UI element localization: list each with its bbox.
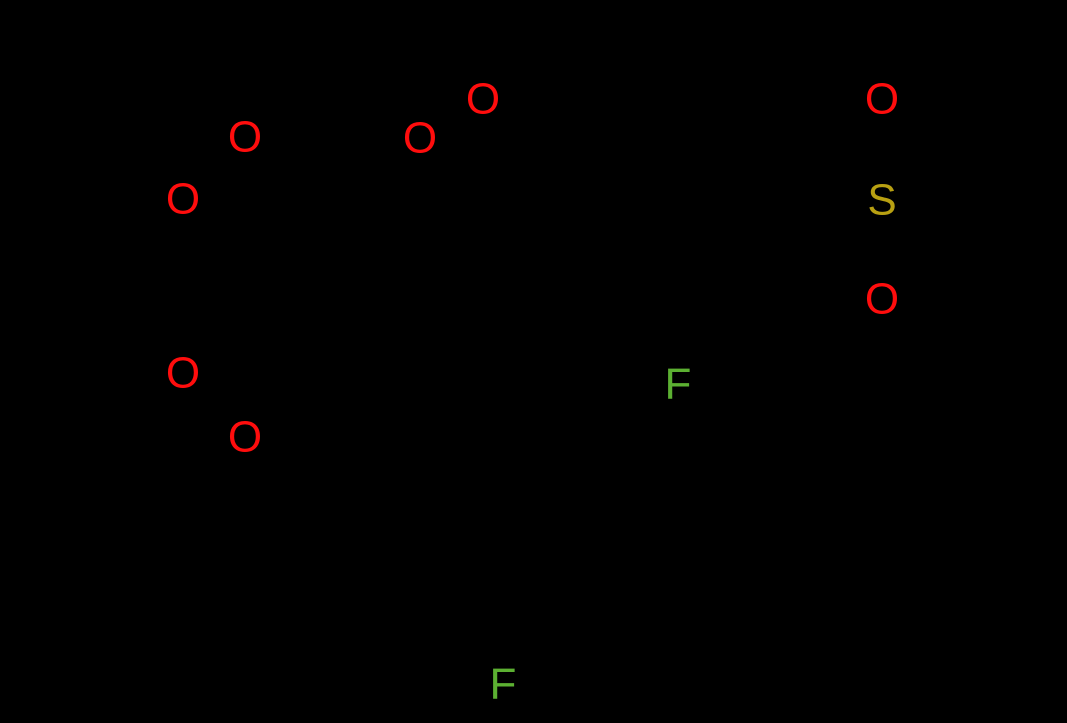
bond-b04-b: [252, 157, 267, 239]
bond-b04-a: [239, 158, 254, 240]
bond-b03: [196, 183, 255, 247]
bond-b27: [658, 43, 777, 112]
bond-b22-b: [356, 424, 426, 544]
bond-b24: [501, 638, 522, 662]
bond-b10: [118, 371, 185, 412]
bond-b15: [328, 223, 337, 372]
atom-label-o-ester3-carbonyl: O: [228, 413, 262, 462]
bond-b18-b: [564, 424, 634, 544]
atom-label-o-ester2-carbonyl: O: [466, 75, 500, 124]
bond-layer: [110, 36, 987, 664]
bond-b07: [430, 110, 470, 127]
bond-b30-a: [769, 231, 889, 301]
atom-label-o-ester1-alkoxy: O: [166, 175, 200, 224]
atom-label-f-aryl-para: F: [490, 660, 517, 709]
bond-b19: [558, 543, 627, 657]
bond-b05: [256, 223, 332, 247]
bond-b16: [333, 368, 432, 432]
bond-b22-a: [369, 431, 439, 551]
bond-b31: [658, 238, 777, 307]
bond-b18-a: [551, 431, 621, 551]
bond-b25: [558, 298, 642, 432]
bond-b09: [288, 38, 362, 70]
bond-b28-b: [776, 36, 896, 106]
atom-label-o-ester2-alkoxy: O: [403, 114, 437, 163]
bond-b28-a: [769, 49, 889, 119]
bond-b21: [363, 543, 432, 657]
atom-label-o-ester1-carbonyl: O: [228, 113, 262, 162]
atom-label-o-ester3-alkoxy: O: [166, 349, 200, 398]
bond-b14: [260, 368, 337, 412]
bond-b08: [358, 66, 422, 120]
atom-label-o-sulfonyl-upper: O: [865, 75, 899, 124]
atom-label-o-sulfonyl-lower: O: [865, 275, 899, 324]
bond-b23: [558, 398, 670, 432]
atom-label-s-sulfonyl: S: [867, 176, 896, 225]
bond-b02: [110, 77, 185, 122]
atom-label-f-aryl-meta: F: [665, 360, 692, 409]
bond-b12: [196, 388, 255, 417]
